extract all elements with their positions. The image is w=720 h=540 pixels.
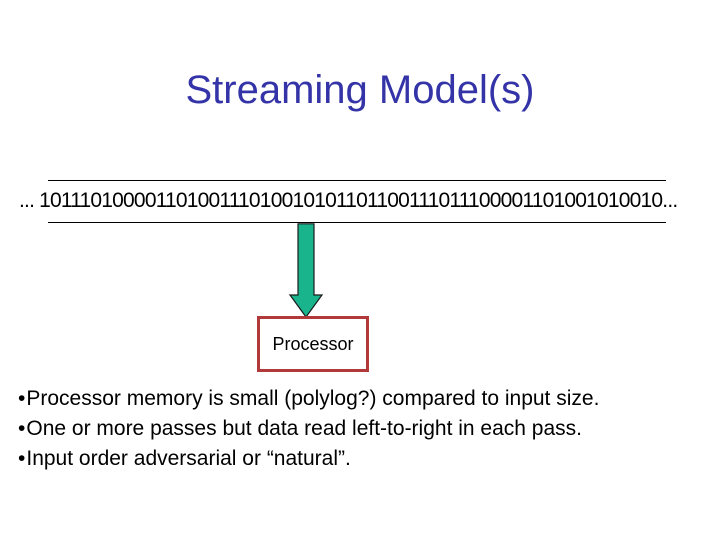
stream-top-line [48,180,666,181]
bullet-list: •Processor memory is small (polylog?) co… [18,384,718,474]
bullet-item: •Processor memory is small (polylog?) co… [18,384,718,414]
down-arrow-shape [288,223,324,318]
processor-box: Processor [257,316,369,372]
bullet-item: •One or more passes but data read left-t… [18,414,718,444]
page-title: Streaming Model(s) [185,68,535,112]
bullet-marker: • [18,417,26,440]
bullet-item: •Input order adversarial or “natural”. [18,444,718,474]
bullet-marker: • [18,447,26,470]
bullet-marker: • [18,387,26,410]
stream-bottom-line [48,222,666,223]
bullet-text: One or more passes but data read left-to… [26,417,582,440]
processor-label: Processor [272,333,354,354]
binary-stream-text: ... 101110100001101001110100101011011001… [19,189,678,212]
down-arrow-icon [288,223,324,318]
bullet-text: Processor memory is small (polylog?) com… [26,387,600,410]
bullet-text: Input order adversarial or “natural”. [26,447,351,470]
